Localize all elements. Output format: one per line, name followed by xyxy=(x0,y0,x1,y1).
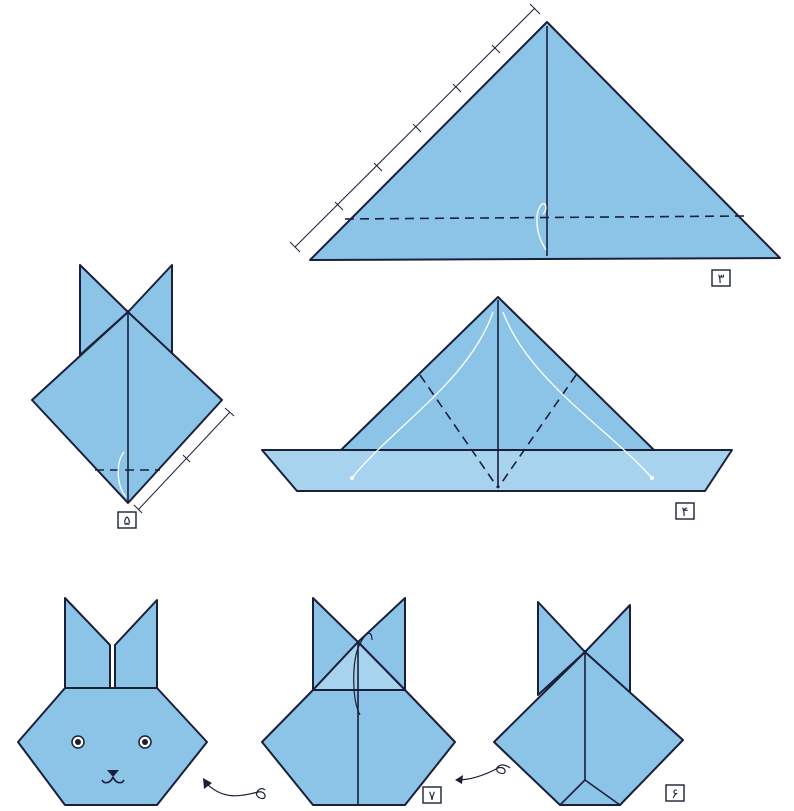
arrow-head xyxy=(455,775,463,784)
measure-tick xyxy=(225,408,234,416)
step-6-label: ۶ xyxy=(666,785,684,802)
step-3-label: ٣ xyxy=(712,270,730,287)
step-3-figure: ٣ xyxy=(290,4,780,287)
step-3-triangle xyxy=(310,22,780,260)
step-3-number: ٣ xyxy=(718,272,725,287)
final-rabbit-figure xyxy=(18,598,207,805)
left-pupil xyxy=(75,739,81,745)
step-6-to-7-arrow xyxy=(457,765,510,780)
step-7-figure: ٧ xyxy=(203,598,455,805)
step-4-figure: ۴ xyxy=(262,297,732,520)
step-6-figure: ۶ xyxy=(455,602,684,805)
step-5-figure: ۵ xyxy=(32,265,234,529)
final-head xyxy=(18,688,207,805)
step-5-number: ۵ xyxy=(124,514,131,529)
right-pupil xyxy=(142,739,148,745)
step-5-body xyxy=(32,312,222,503)
final-right-ear xyxy=(115,600,157,688)
step-5-label: ۵ xyxy=(118,512,136,529)
step-4-label: ۴ xyxy=(676,503,694,520)
measure-tick xyxy=(530,4,540,14)
step-4-band xyxy=(262,450,732,491)
step-7-label: ٧ xyxy=(423,787,441,804)
final-left-ear xyxy=(65,598,110,688)
step-4-start-dot xyxy=(650,476,654,480)
step-4-number: ۴ xyxy=(682,505,689,520)
step-6-number: ۶ xyxy=(672,787,679,802)
step-7-to-final-arrow xyxy=(205,782,265,799)
step-4-start-dot xyxy=(350,476,354,480)
step-7-number: ٧ xyxy=(429,789,436,804)
